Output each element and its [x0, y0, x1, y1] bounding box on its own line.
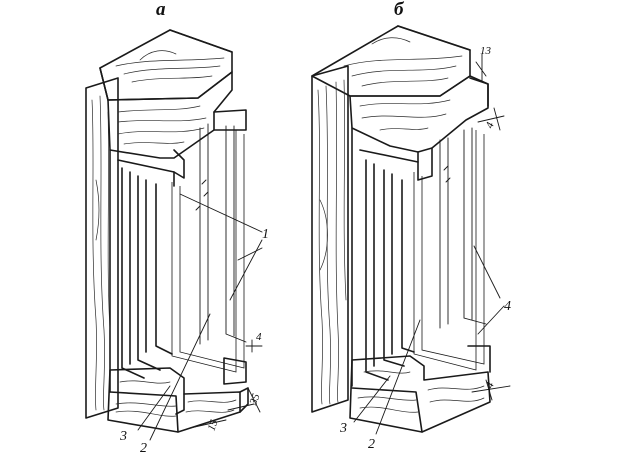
panel-a-callout-2: 2 — [140, 441, 147, 456]
panel-a-callout-1: 1 — [262, 227, 269, 242]
panel-a-letter: а — [156, 0, 166, 20]
panel-a-drawing — [85, 29, 263, 441]
panel-b-dim-13: 13 — [480, 45, 491, 57]
panel-b-letter: б — [394, 0, 404, 20]
panel-a-callout-3: 3 — [120, 429, 127, 444]
panel-b-callout-2: 2 — [368, 437, 375, 452]
panel-b-callout-4: 4 — [504, 299, 511, 314]
panel-a-dim-4: 4 — [256, 331, 262, 343]
panel-b-callout-3: 3 — [340, 421, 347, 436]
panel-b-drawing — [311, 25, 511, 435]
